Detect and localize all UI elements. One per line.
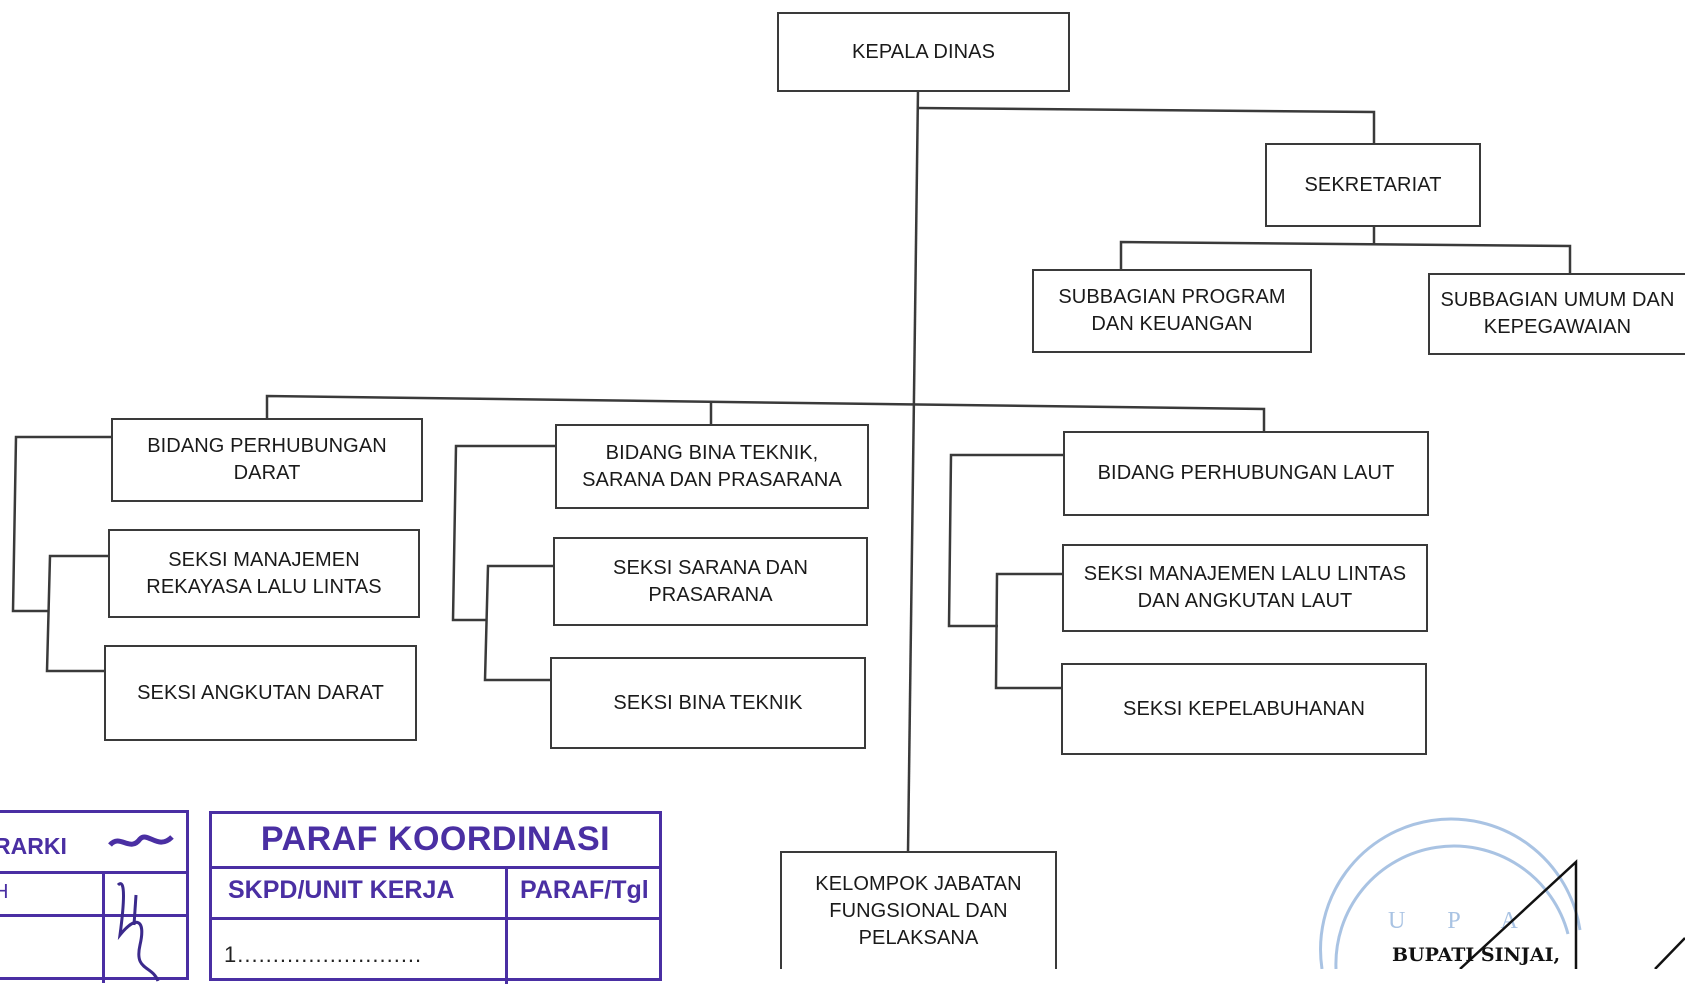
paraf-signature xyxy=(116,882,160,982)
section-traffic-engineering-label: SEKSI MANAJEMEN REKAYASA LALU LINTAS xyxy=(146,548,382,598)
seal-text: U P A xyxy=(1388,908,1536,934)
hierarchy-stamp-column-rule xyxy=(102,871,105,983)
head-label: KEPALA DINAS xyxy=(851,40,996,63)
hierarchy-stamp-divider xyxy=(0,871,186,874)
section-engineering-label: SEKSI BINA TEKNIK xyxy=(613,691,803,714)
division-bar xyxy=(265,394,1266,432)
secretariat-label: SEKRETARIAT xyxy=(1304,173,1442,196)
hierarchy-stamp-divider xyxy=(0,914,186,917)
section-sea-traffic-label: SEKSI MANAJEMEN LALU LINTAS DAN ANGKUTAN… xyxy=(1083,563,1407,612)
column-paraf-label: PARAF/Tgl xyxy=(520,876,649,904)
div1-inner-bracket xyxy=(45,554,110,673)
subunit-general-box: SUBBAGIAN UMUM DAN KEPEGAWAIAN xyxy=(1428,273,1685,355)
subunit-bar xyxy=(1119,240,1572,276)
div3-inner-bracket xyxy=(994,572,1063,690)
section-port-box: SEKSI KEPELABUHANAN xyxy=(1061,663,1427,755)
hierarchy-stamp-scribble xyxy=(108,834,174,847)
section-sea-traffic-box: SEKSI MANAJEMEN LALU LINTAS DAN ANGKUTAN… xyxy=(1062,544,1428,632)
functional-group-box: KELOMPOK JABATAN FUNGSIONAL DAN PELAKSAN… xyxy=(780,851,1057,969)
secretariat-box: SEKRETARIAT xyxy=(1265,143,1481,227)
signature-mark xyxy=(1459,859,1685,969)
coordination-stamp-title: PARAF KOORDINASI xyxy=(260,820,611,858)
section-land-transport-label: SEKSI ANGKUTAN DARAT xyxy=(137,681,384,704)
subunit-program-box: SUBBAGIAN PROGRAM DAN KEUANGAN xyxy=(1032,269,1312,353)
trunk-line xyxy=(906,89,920,853)
hierarchy-stamp-row-label: H xyxy=(0,881,9,903)
division-land-transport-box: BIDANG PERHUBUNGAN DARAT xyxy=(111,418,423,502)
subunit-general-label: SUBBAGIAN UMUM DAN KEPEGAWAIAN xyxy=(1440,289,1675,338)
division-sea-transport-label: BIDANG PERHUBUNGAN LAUT xyxy=(1097,462,1395,484)
head-box: KEPALA DINAS xyxy=(777,12,1070,92)
bupati-title: BUPATI SINJAI, xyxy=(1392,944,1561,966)
division-engineering-label: BIDANG BINA TEKNIK, SARANA DAN PRASARANA xyxy=(582,441,842,491)
division-land-transport-label: BIDANG PERHUBUNGAN DARAT xyxy=(147,435,387,484)
seal-stamp xyxy=(1319,817,1582,969)
div1-outer-bracket xyxy=(11,435,112,613)
div3-outer-bracket xyxy=(947,453,1065,628)
division-sea-transport-box: BIDANG PERHUBUNGAN LAUT xyxy=(1063,431,1429,516)
coordination-stamp-divider xyxy=(212,866,659,869)
division-engineering-box: BIDANG BINA TEKNIK, SARANA DAN PRASARANA xyxy=(555,424,869,509)
coordination-row-1: 1.......................... xyxy=(224,942,423,967)
hierarchy-stamp-title: RARKI xyxy=(0,833,67,859)
functional-group-label: KELOMPOK JABATAN FUNGSIONAL DAN PELAKSAN… xyxy=(815,872,1022,949)
secretariat-connector xyxy=(917,106,1376,144)
section-facilities-label: SEKSI SARANA DAN PRASARANA xyxy=(613,556,808,606)
coordination-stamp-column-rule xyxy=(505,866,508,984)
section-traffic-engineering-box: SEKSI MANAJEMEN REKAYASA LALU LINTAS xyxy=(108,529,420,618)
hierarchy-stamp: RARKI H xyxy=(0,810,189,983)
column-unit-label: SKPD/UNIT KERJA xyxy=(228,876,455,904)
section-engineering-box: SEKSI BINA TEKNIK xyxy=(550,657,866,749)
subunit-program-label: SUBBAGIAN PROGRAM DAN KEUANGAN xyxy=(1058,286,1286,335)
coordination-stamp: PARAF KOORDINASI SKPD/UNIT KERJA PARAF/T… xyxy=(209,811,662,984)
section-facilities-box: SEKSI SARANA DAN PRASARANA xyxy=(553,537,868,626)
section-land-transport-box: SEKSI ANGKUTAN DARAT xyxy=(104,645,417,741)
coordination-stamp-divider xyxy=(212,917,659,920)
div2-outer-bracket xyxy=(451,444,557,622)
section-port-label: SEKSI KEPELABUHANAN xyxy=(1123,697,1365,720)
div2-inner-bracket xyxy=(483,564,555,682)
